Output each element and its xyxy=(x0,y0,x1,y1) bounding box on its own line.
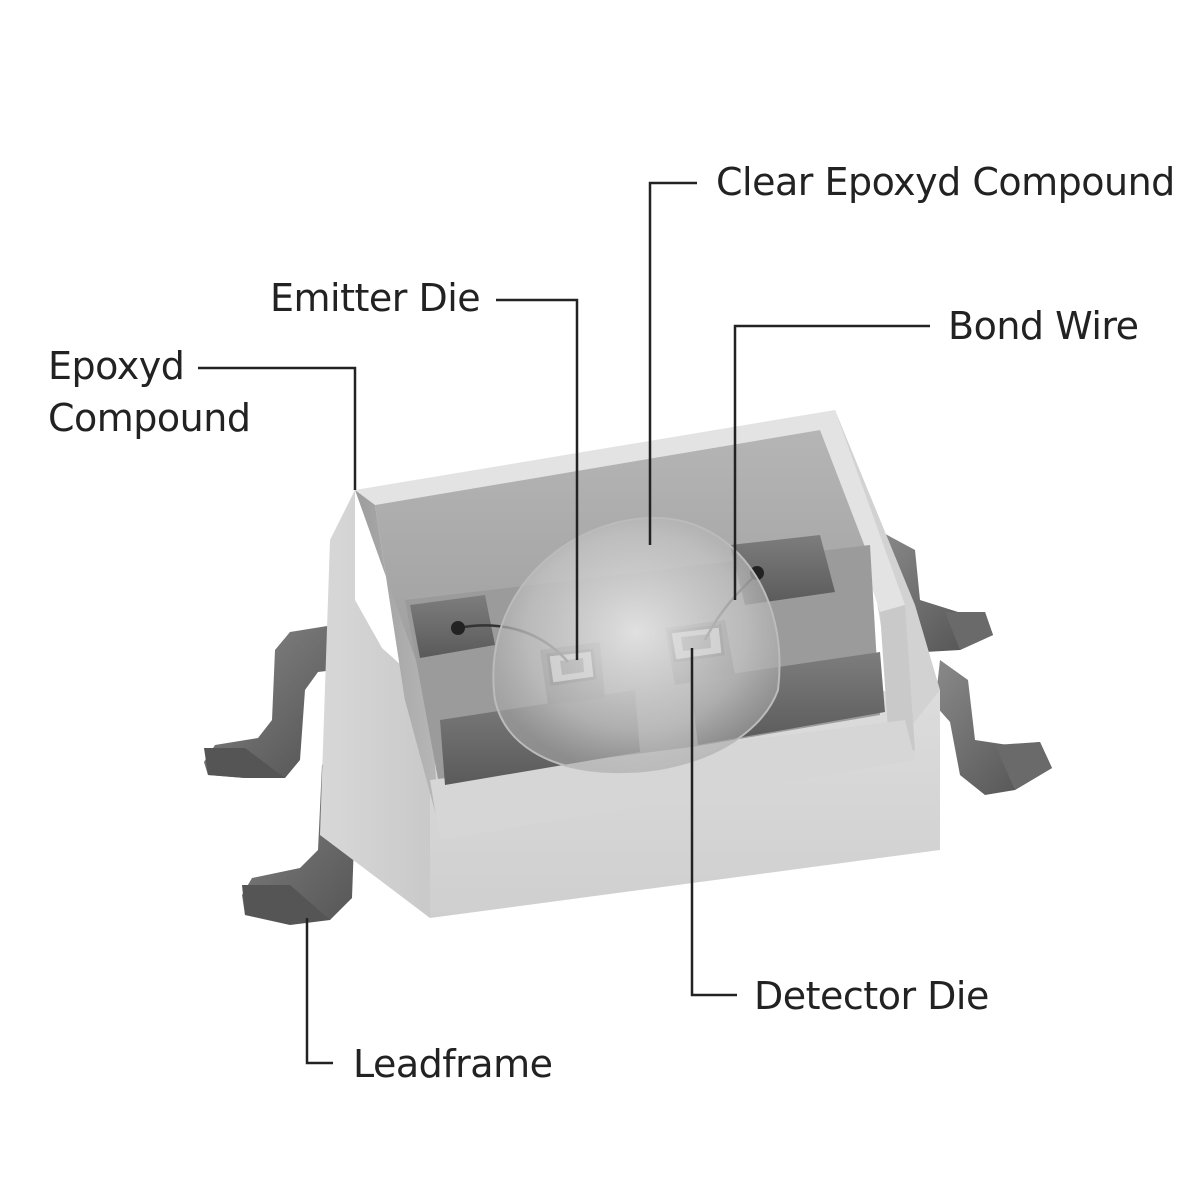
label-epoxyd-compound-line2: Compound xyxy=(48,396,251,440)
leader-epoxyd-compound xyxy=(198,366,357,490)
label-detector-die: Detector Die xyxy=(754,974,989,1018)
label-bond-wire: Bond Wire xyxy=(948,304,1139,348)
leader-emitter-die xyxy=(496,298,579,660)
bond-pad-left xyxy=(451,621,465,635)
lead-front-left-upper xyxy=(204,622,352,778)
label-leadframe: Leadframe xyxy=(353,1042,553,1086)
leader-leadframe xyxy=(305,918,333,1065)
leader-detector-die xyxy=(690,648,737,997)
label-emitter-die: Emitter Die xyxy=(270,276,481,320)
leader-lines xyxy=(198,181,930,1065)
label-epoxyd-compound-line1: Epoxyd xyxy=(48,344,185,388)
lead-back-right-lower xyxy=(935,660,1052,795)
clear-epoxy-dome xyxy=(492,516,781,774)
leader-bond-wire xyxy=(733,324,930,600)
leader-clear-epoxyd xyxy=(648,181,697,545)
label-clear-epoxyd-compound: Clear Epoxyd Compound xyxy=(716,160,1175,204)
label-epoxyd-compound: Epoxyd Compound xyxy=(48,340,251,444)
